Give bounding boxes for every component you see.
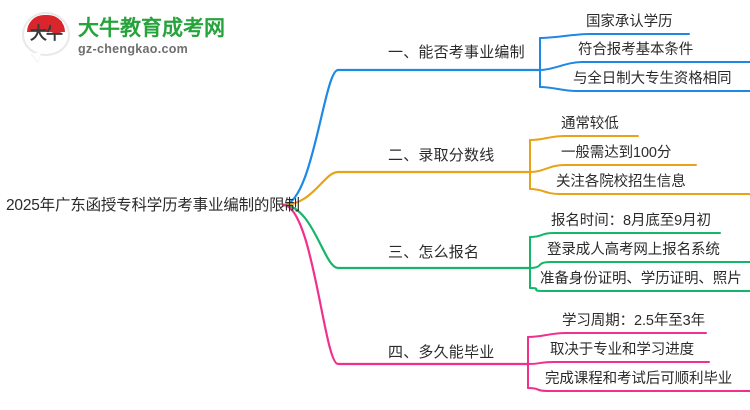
branch-label-4[interactable]: 四、多久能毕业 [388, 344, 495, 361]
leaf-label-4-1[interactable]: 学习周期：2.5年至3年 [562, 313, 706, 329]
logo-text-block: 大牛教育成考网 gz-chengkao.com [78, 16, 225, 57]
leaf-label-2-3[interactable]: 关注各院校招生信息 [556, 174, 686, 190]
leaf-label-3-3[interactable]: 准备身份证明、学历证明、照片 [540, 271, 742, 287]
leaf-label-3-1[interactable]: 报名时间：8月底至9月初 [551, 213, 711, 229]
leaf-label-1-2[interactable]: 符合报考基本条件 [578, 42, 694, 58]
root-node[interactable]: 2025年广东函授专科学历考事业编制的限制 [6, 197, 300, 214]
leaf-label-4-2[interactable]: 取决于专业和学习进度 [550, 342, 694, 358]
site-logo: 大牛 大牛教育成考网 gz-chengkao.com [22, 8, 225, 64]
logo-title: 大牛教育成考网 [78, 16, 225, 40]
leaf-label-1-1[interactable]: 国家承认学历 [586, 14, 673, 30]
branch-label-1[interactable]: 一、能否考事业编制 [388, 44, 525, 61]
leaf-label-3-2[interactable]: 登录成人高考网上报名系统 [547, 242, 720, 258]
branch-label-3[interactable]: 三、怎么报名 [388, 244, 480, 261]
logo-mark-text: 大牛 [30, 24, 63, 43]
logo-red-dot [51, 20, 62, 33]
logo-bubble-tail [31, 53, 41, 62]
leaf-label-2-2[interactable]: 一般需达到100分 [561, 145, 672, 161]
leaf-label-4-3[interactable]: 完成课程和考试后可顺利毕业 [545, 371, 733, 387]
leaf-label-1-3[interactable]: 与全日制大专生资格相同 [573, 71, 732, 87]
branch-label-2[interactable]: 二、录取分数线 [388, 147, 495, 164]
leaf-label-2-1[interactable]: 通常较低 [561, 116, 619, 132]
logo-mark-icon: 大牛 [22, 12, 70, 62]
logo-subtitle: gz-chengkao.com [78, 41, 189, 56]
